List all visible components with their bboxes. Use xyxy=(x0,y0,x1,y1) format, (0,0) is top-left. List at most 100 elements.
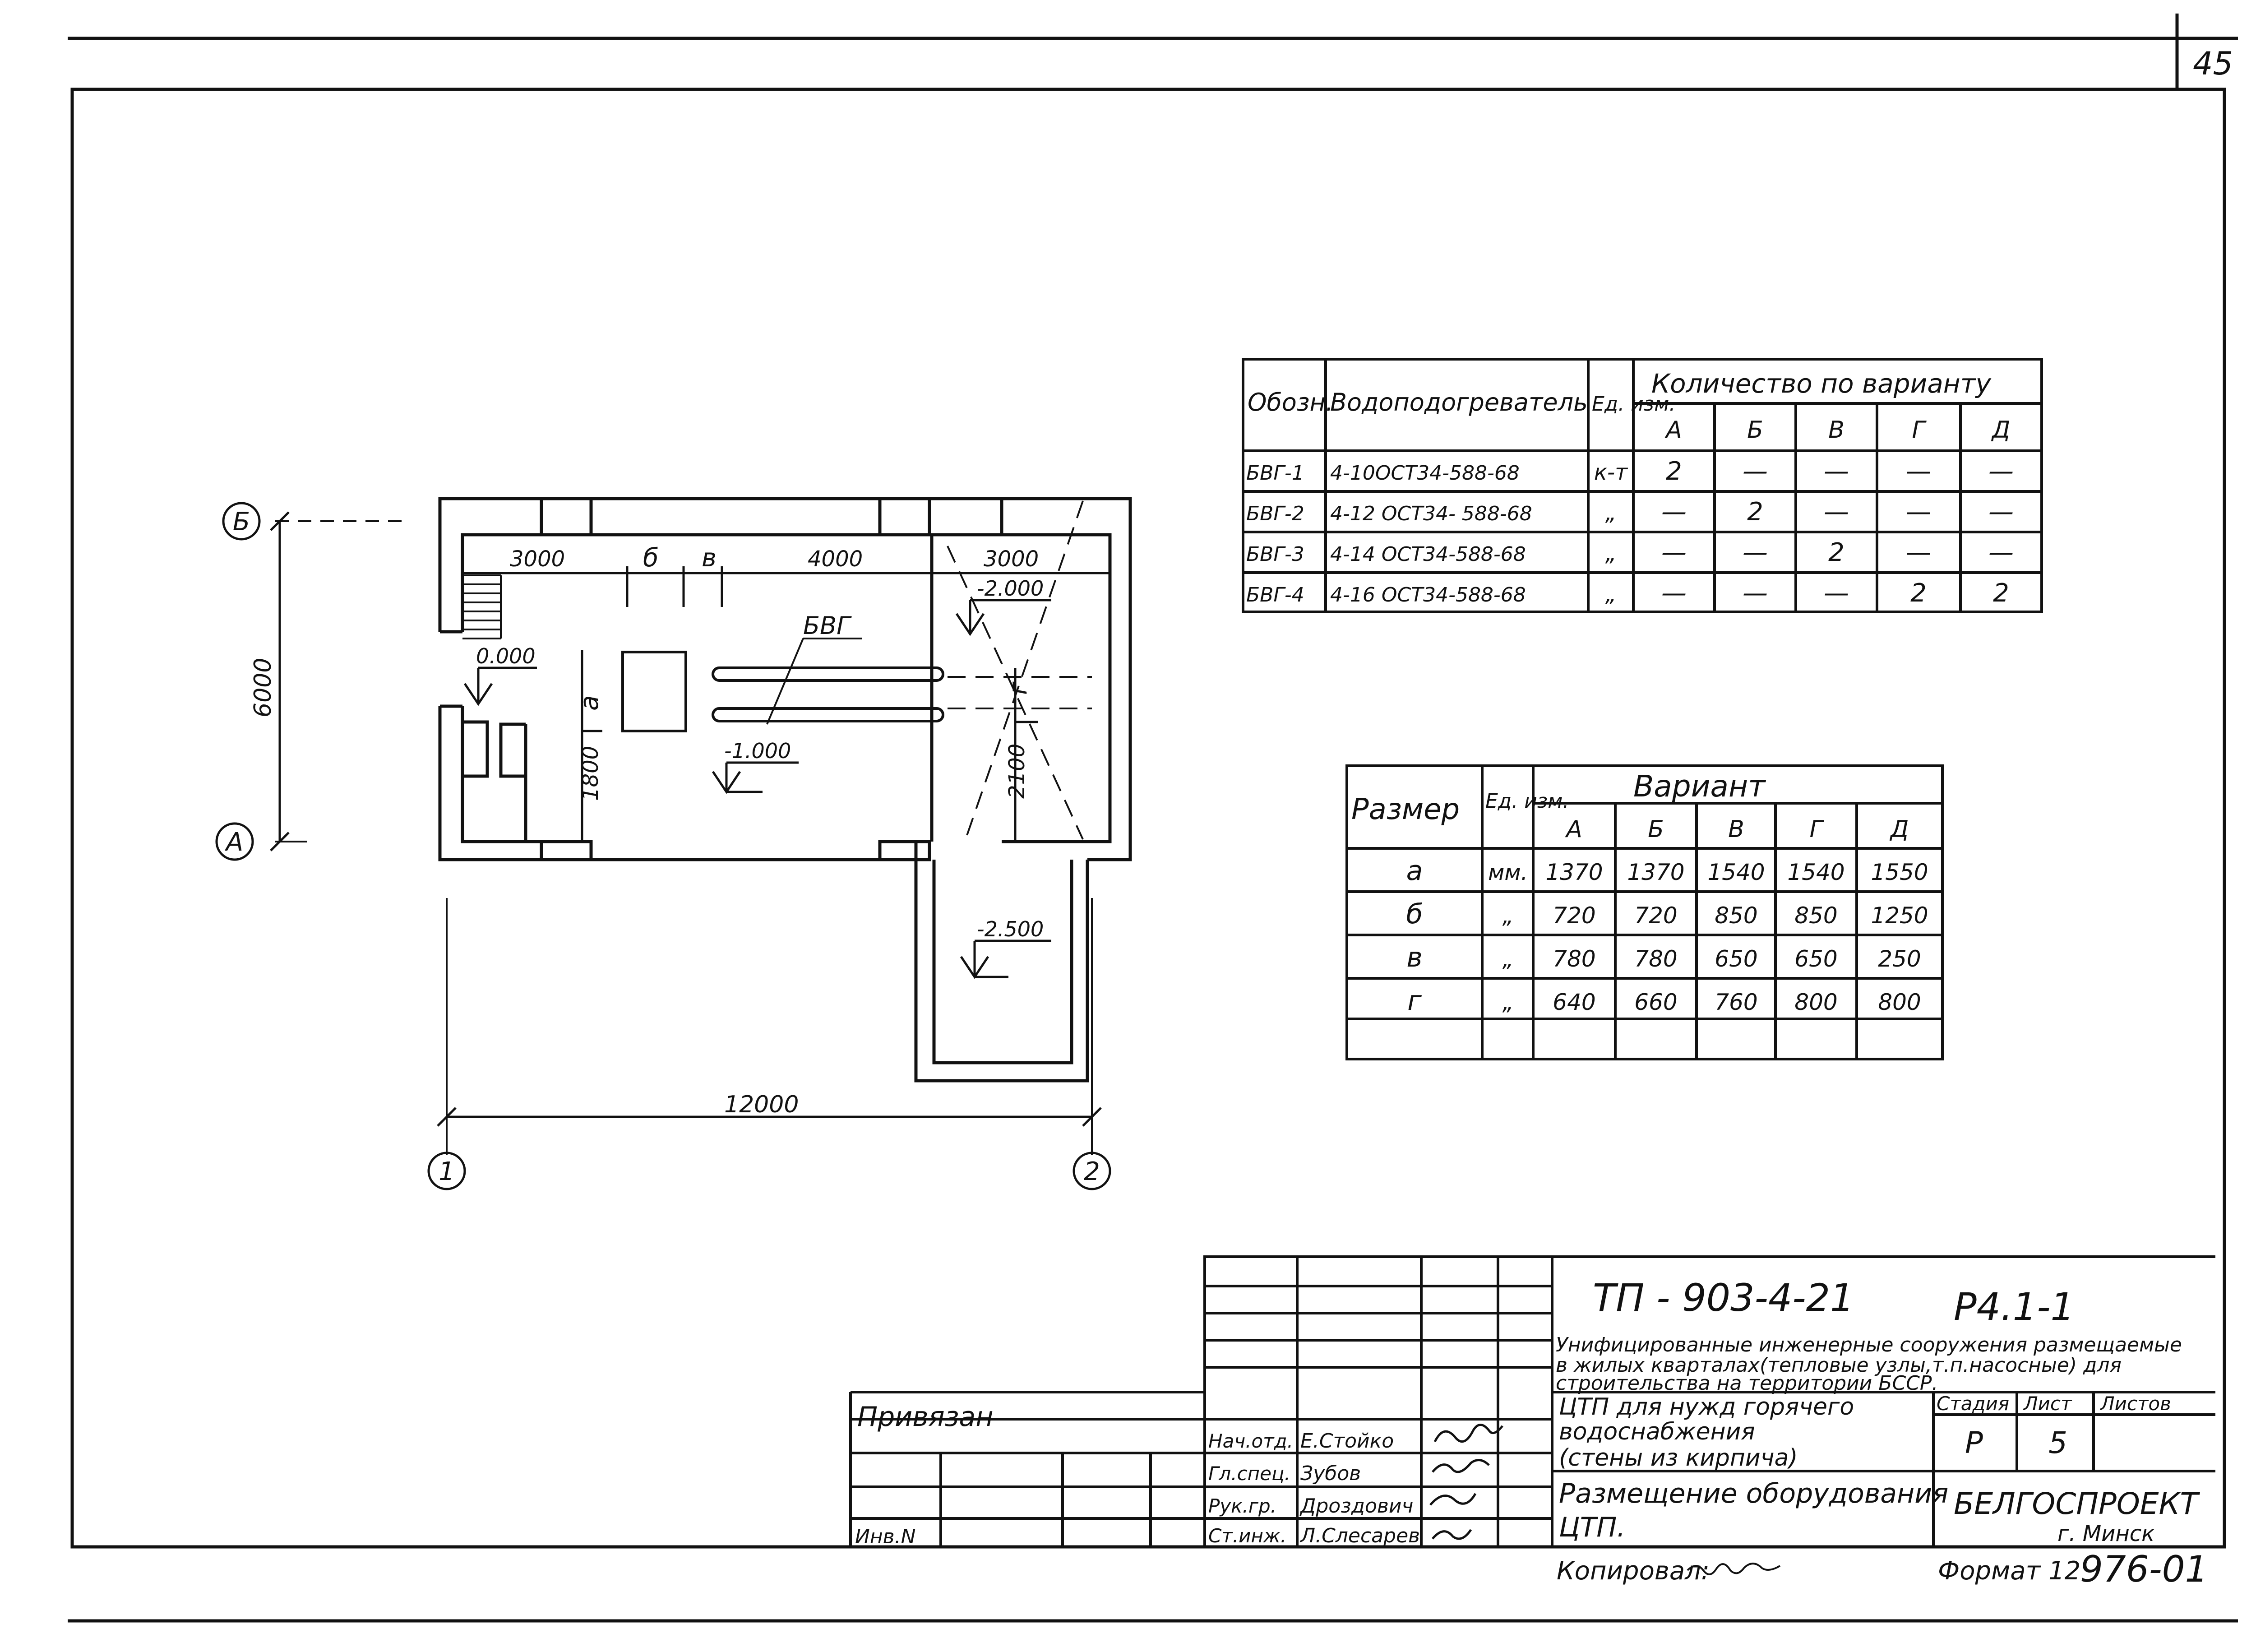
dim-total-width: 12000 xyxy=(724,1091,799,1118)
stamp-code: ТП - 903-4-21 xyxy=(1593,1276,1854,1320)
sizes-row-value: 1370 xyxy=(1627,859,1684,885)
stamp-person-role: Гл.спец. xyxy=(1208,1462,1290,1485)
heater-row-designation: БВГ-1 xyxy=(1246,462,1304,485)
stamp-person-name: Дроздович xyxy=(1299,1495,1414,1518)
svg-text:А: А xyxy=(225,828,243,857)
sizes-table-header-unit: Ед. изм. xyxy=(1485,790,1569,813)
stamp-person-role: Нач.отд. xyxy=(1208,1430,1293,1452)
heater-row-value: — xyxy=(1824,497,1849,527)
heater-row-value: — xyxy=(1988,457,2014,486)
heater-row-value: 2 xyxy=(1910,578,1927,608)
svg-text:0.000: 0.000 xyxy=(476,644,536,668)
heater-row-unit: „ xyxy=(1605,541,1617,566)
heater-row-value: 2 xyxy=(1828,538,1845,567)
heater-row-designation: БВГ-2 xyxy=(1246,502,1304,525)
svg-text:2: 2 xyxy=(1084,1157,1100,1186)
heater-table-header-heater: Водоподогреватель xyxy=(1330,388,1588,416)
stamp-org: БЕЛГОСПРОЕКТ xyxy=(1954,1486,2200,1521)
heater-row-value: — xyxy=(1906,497,1931,527)
heater-row-value: — xyxy=(1743,538,1768,567)
sizes-table-variant-3: Г xyxy=(1810,816,1825,843)
stamp-object-line3: (стены из кирпича) xyxy=(1559,1444,1798,1472)
stamp-person-name: Е.Стойко xyxy=(1300,1430,1394,1453)
sizes-table-variant-1: Б xyxy=(1648,816,1664,843)
level-mark-0000: 0.000 xyxy=(463,644,537,706)
sheet-frame xyxy=(68,14,2238,1623)
svg-text:-1.000: -1.000 xyxy=(724,739,791,763)
heater-row-value: — xyxy=(1661,497,1687,527)
heater-row-unit: „ xyxy=(1605,582,1617,607)
dim-v: в xyxy=(702,543,717,573)
heater-row-value: — xyxy=(1824,578,1849,608)
sizes-table-header-size: Размер xyxy=(1351,793,1460,826)
sizes-row-size: в xyxy=(1406,942,1422,973)
signatures xyxy=(1429,1424,1503,1540)
heater-row-value: — xyxy=(1743,578,1768,608)
heater-row-value: 2 xyxy=(1747,497,1763,527)
plan-dimensions xyxy=(270,511,1110,1127)
sizes-row-value: 720 xyxy=(1553,902,1595,929)
stamp-city: г. Минск xyxy=(2057,1521,2154,1546)
level-mark-2000: -2.000 xyxy=(955,576,1051,636)
stamp-sheet-code: Р4.1-1 xyxy=(1954,1285,2075,1329)
axis-bubble-b: Б xyxy=(222,502,261,541)
sizes-row-value: 800 xyxy=(1878,989,1921,1015)
heater-row-value: — xyxy=(1743,457,1768,486)
sizes-table-variant-2: В xyxy=(1728,816,1744,843)
dim-1800: 1800 xyxy=(578,746,603,801)
stamp-bound: Привязан xyxy=(857,1401,994,1433)
sizes-row-size: б xyxy=(1406,898,1423,930)
sizes-row-value: 780 xyxy=(1553,946,1595,972)
sizes-row-value: 1540 xyxy=(1707,859,1765,885)
svg-text:1: 1 xyxy=(439,1157,455,1186)
dim-2100: 2100 xyxy=(1004,744,1030,799)
copier-signature xyxy=(1687,1563,1781,1575)
dim-3000-left: 3000 xyxy=(510,546,565,572)
axis-bubble-a: А xyxy=(215,822,254,861)
sizes-row-unit: мм. xyxy=(1488,860,1528,885)
sizes-row-unit: „ xyxy=(1502,947,1514,972)
heater-row-designation: БВГ-4 xyxy=(1246,583,1304,606)
svg-text:-2.000: -2.000 xyxy=(977,576,1044,601)
stamp-description-line3: строительства на территории БССР. xyxy=(1556,1372,1938,1395)
heater-row-designation: БВГ-3 xyxy=(1246,543,1304,566)
sizes-row-value: 650 xyxy=(1715,946,1757,972)
sizes-table-header-variant: Вариант xyxy=(1633,769,1766,804)
heater-table-header-designation: Обозн. xyxy=(1248,388,1333,416)
stamp-stage-label: Стадия xyxy=(1937,1393,2009,1415)
heater-row-value: 2 xyxy=(1993,578,2009,608)
heater-row-value: — xyxy=(1661,578,1687,608)
plan-walls xyxy=(275,497,1132,1155)
stamp-person-name: Л.Слесарев xyxy=(1299,1524,1420,1547)
stamp-copied: Копировал: xyxy=(1557,1556,1710,1586)
stamp-drawing-no: 976-01 xyxy=(2080,1548,2208,1590)
title-block: ТП - 903-4-21 Р4.1-1 Унифицированные инж… xyxy=(849,1255,2215,1590)
heater-row-value: — xyxy=(1906,457,1931,486)
heater-table-variant-4: Д xyxy=(1991,416,2011,444)
sizes-row-value: 1550 xyxy=(1871,859,1928,885)
sizes-row-value: 1250 xyxy=(1871,902,1928,929)
sizes-row-value: 1370 xyxy=(1545,859,1603,885)
sizes-row-size: г xyxy=(1407,985,1422,1017)
heater-table-variant-1: Б xyxy=(1747,416,1763,444)
floor-plan: Б А 1 2 12000 6000 3000 б в 4000 3000 а … xyxy=(215,497,1132,1190)
heater-row-value: — xyxy=(1906,538,1931,567)
heater-row-unit: „ xyxy=(1605,500,1617,526)
sizes-row-size: а xyxy=(1406,855,1423,887)
heater-row-value: — xyxy=(1988,538,2014,567)
sizes-row-value: 650 xyxy=(1794,946,1837,972)
stamp-person-role: Рук.гр. xyxy=(1208,1495,1276,1517)
stamp-person-name: Зубов xyxy=(1300,1462,1361,1485)
stamp-inv: Инв.N xyxy=(855,1525,916,1548)
sizes-row-unit: „ xyxy=(1502,903,1514,929)
sizes-row-value: 250 xyxy=(1878,946,1921,972)
stamp-object-line2: водоснабжения xyxy=(1559,1418,1755,1445)
heater-table-variant-0: А xyxy=(1664,416,1682,444)
axis-bubble-2: 2 xyxy=(1073,1152,1111,1190)
sizes-row-value: 850 xyxy=(1794,902,1837,929)
sizes-row-value: 760 xyxy=(1715,989,1757,1015)
